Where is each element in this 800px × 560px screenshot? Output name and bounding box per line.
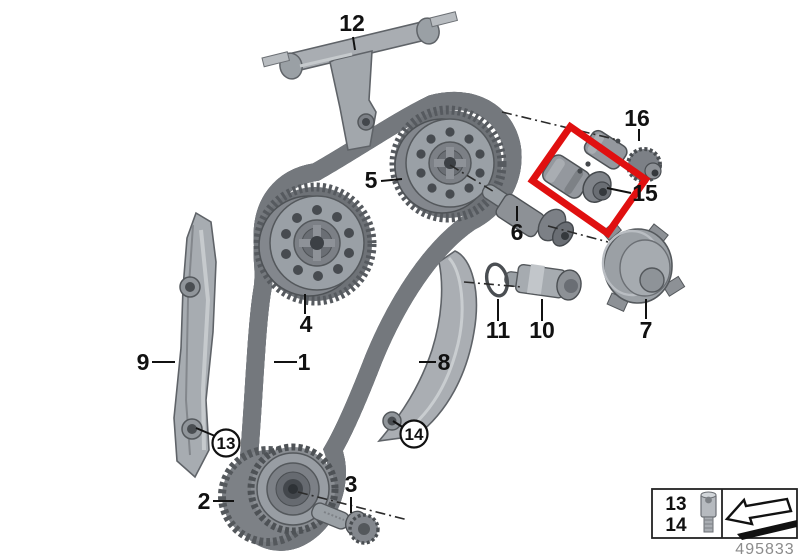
callout-6[interactable]: 6: [511, 219, 524, 245]
central-bolt: [311, 502, 380, 545]
support-bracket: [261, 11, 459, 151]
svg-text:14: 14: [405, 425, 424, 444]
callout-12[interactable]: 12: [339, 10, 365, 36]
callout-5[interactable]: 5: [365, 167, 378, 193]
callout-8[interactable]: 8: [438, 349, 451, 375]
legend-box: 13 14: [651, 488, 798, 540]
valve-part-15-highlighted[interactable]: [540, 152, 617, 207]
legend-row2-number: 14: [665, 515, 687, 536]
drawing-number: 495833: [735, 541, 794, 558]
callout-13-circled[interactable]: 13: [211, 428, 241, 458]
callout-3[interactable]: 3: [345, 471, 358, 497]
o-ring: [484, 262, 510, 298]
legend-row1-number: 13: [665, 494, 686, 515]
callout-4[interactable]: 4: [300, 311, 313, 337]
guide-rail-left: [173, 211, 217, 479]
sealing-cap: [601, 221, 686, 312]
callout-7[interactable]: 7: [640, 317, 653, 343]
chain-tensioner: [504, 263, 582, 301]
callout-1[interactable]: 1: [298, 349, 311, 375]
camshaft-adjuster-intake: [253, 182, 377, 306]
solenoid-valve-6: [481, 183, 575, 247]
callout-2[interactable]: 2: [198, 488, 211, 514]
callout-14-circled[interactable]: 14: [399, 419, 429, 449]
stud-bolt-icon: [700, 491, 717, 533]
callout-10[interactable]: 10: [529, 317, 555, 343]
callout-11[interactable]: 11: [486, 317, 511, 343]
direction-arrow-icon: [724, 497, 797, 540]
callout-16[interactable]: 16: [624, 105, 650, 131]
center-lines: [297, 111, 619, 521]
leader-lines: [152, 36, 647, 513]
camshaft-adjuster-exhaust: [389, 105, 507, 223]
tensioning-rail: [377, 250, 478, 443]
highlight-box-part-15[interactable]: [527, 121, 651, 239]
svg-text:13: 13: [217, 434, 236, 453]
callout-9[interactable]: 9: [137, 349, 150, 375]
callout-15[interactable]: 15: [632, 180, 658, 206]
